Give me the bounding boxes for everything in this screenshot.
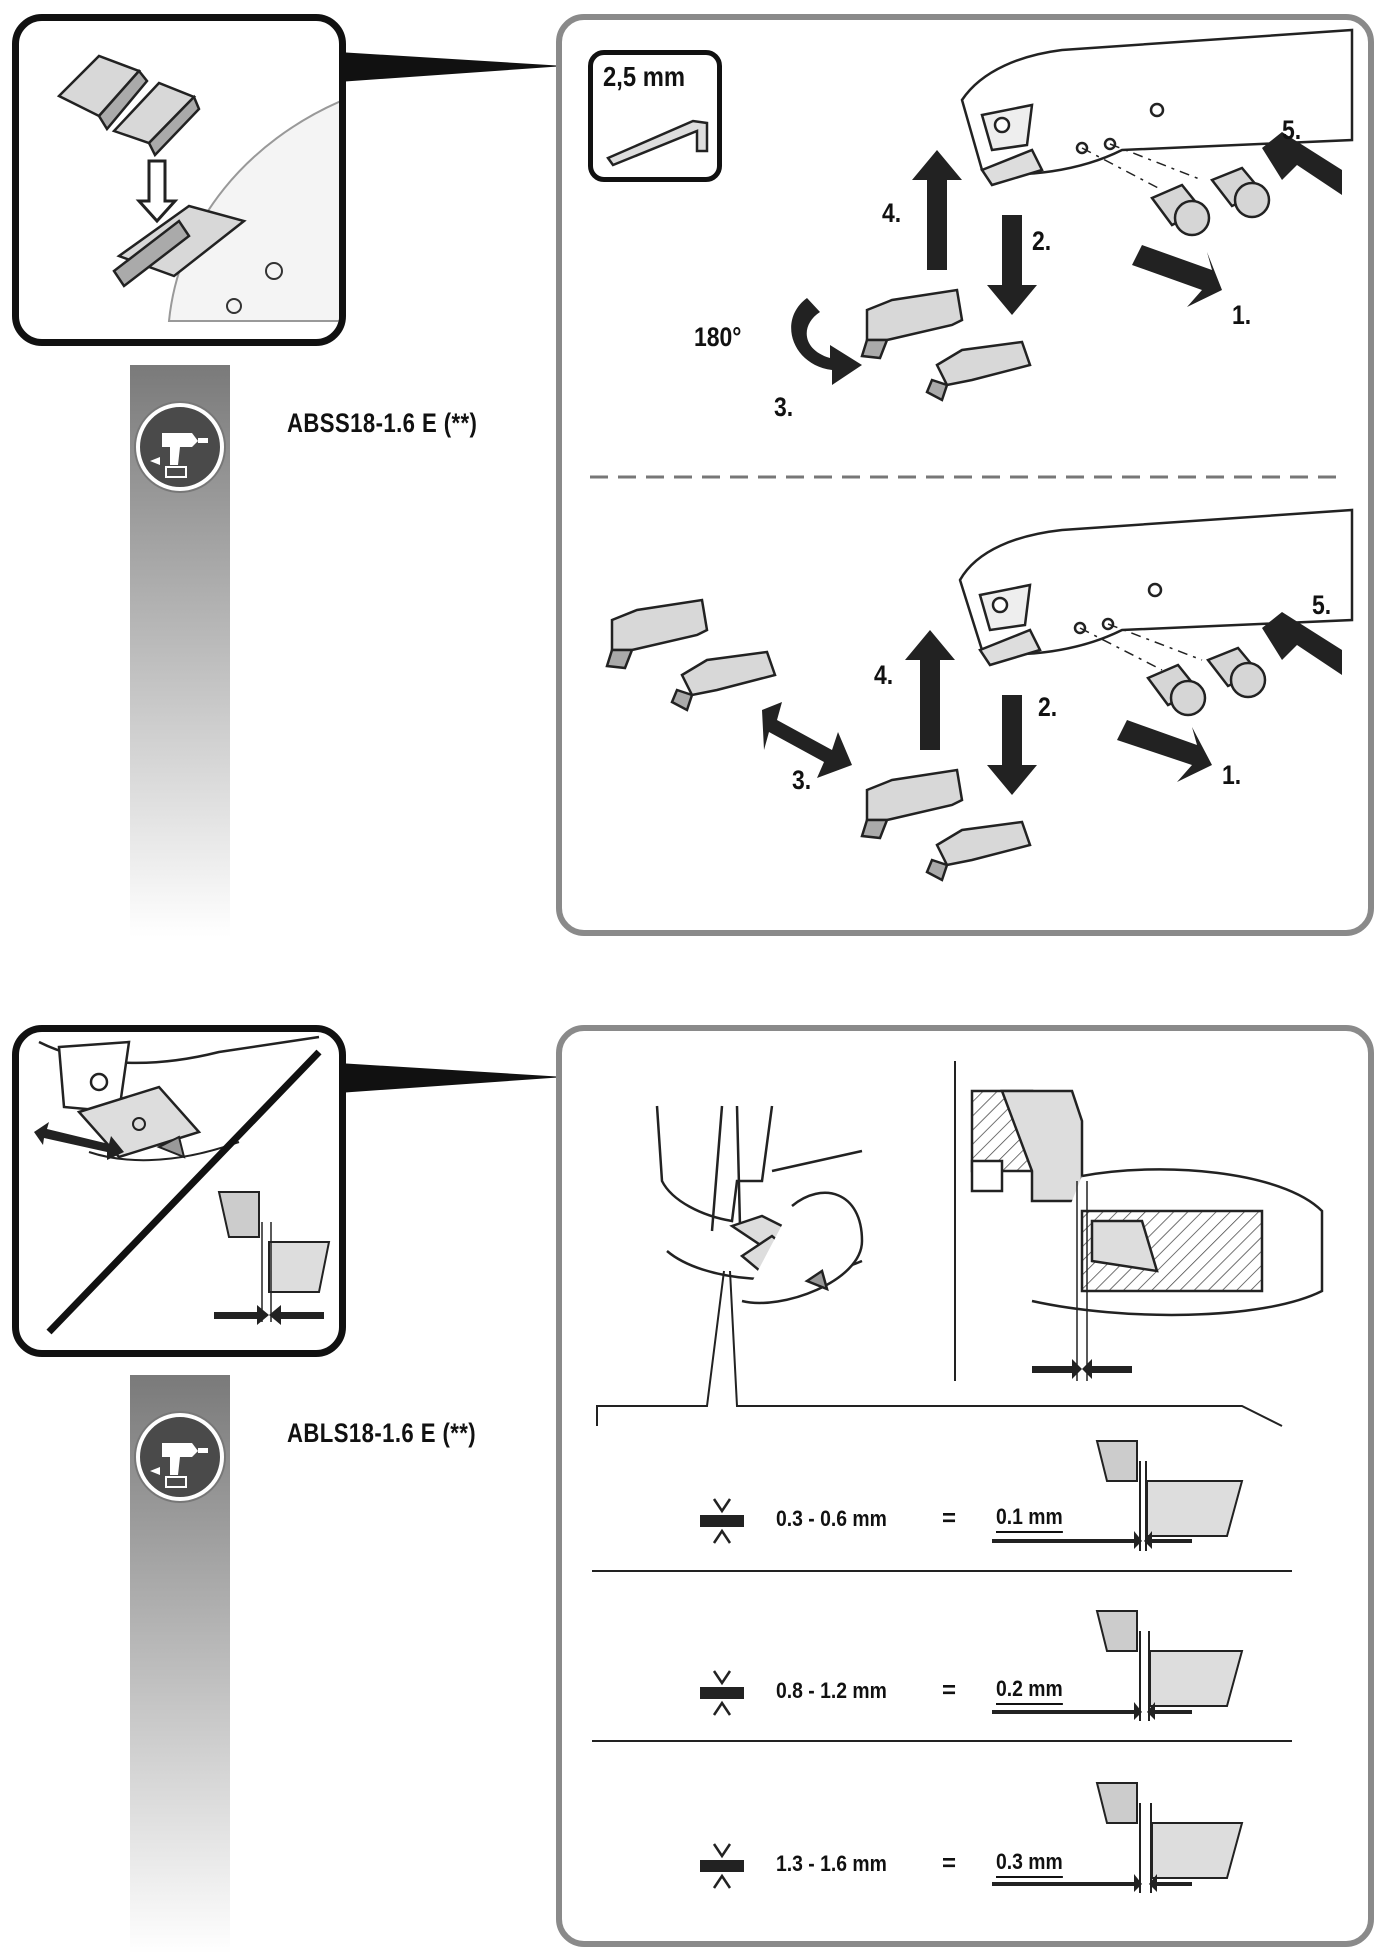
lower-step-2-label: 2. [1038,692,1058,722]
step-5-label: 5. [1282,115,1302,145]
step-4-label: 4. [882,198,902,228]
tool-size-label: 2,5 mm [603,61,686,92]
lower-step-4-label: 4. [874,660,894,690]
equals-1: = [942,1505,957,1532]
drill-icon [150,1443,208,1488]
instruction-panel-top: 2,5 mm [556,14,1374,936]
thickness-range-1: 0.3 - 0.6 mm [776,1506,887,1531]
lower-step-3-label: 3. [792,765,812,795]
drill-icon [150,433,208,478]
step-1-label: 1. [1232,300,1252,330]
hex-key-box: 2,5 mm [588,50,722,182]
gap-adjustment-diagram [592,1061,1324,1893]
gap-detail-illustration [34,1035,331,1335]
equals-3: = [942,1850,957,1877]
model-label-top: ABSS18-1.6 E (**) [287,408,478,438]
battery-tool-icon-2 [136,1413,224,1501]
lower-step-5-label: 5. [1312,590,1332,620]
gap-value-3: 0.3 mm [996,1849,1063,1878]
blade-inset-top [12,14,346,346]
hex-key-icon [606,119,709,167]
thickness-glyphs [700,1498,744,1889]
step-2-label: 2. [1032,226,1052,256]
model-label-bottom: ABLS18-1.6 E (**) [287,1418,477,1448]
blade-replacement-diagram [590,28,1354,882]
rotation-label: 180° [694,322,742,352]
step-3-label: 3. [774,392,794,422]
thickness-range-3: 1.3 - 1.6 mm [776,1851,887,1876]
gap-value-2: 0.2 mm [996,1676,1063,1705]
blade-detail-illustration [56,54,339,322]
battery-tool-icon [136,403,224,491]
equals-2: = [942,1677,957,1704]
lower-step-1-label: 1. [1222,760,1242,790]
gap-inset-bottom [12,1025,346,1357]
thickness-range-2: 0.8 - 1.2 mm [776,1678,887,1703]
instruction-panel-bottom: 0.3 - 0.6 mm = 0.1 mm 0.8 - 1.2 mm = 0.2… [556,1025,1374,1947]
gap-value-1: 0.1 mm [996,1504,1063,1533]
